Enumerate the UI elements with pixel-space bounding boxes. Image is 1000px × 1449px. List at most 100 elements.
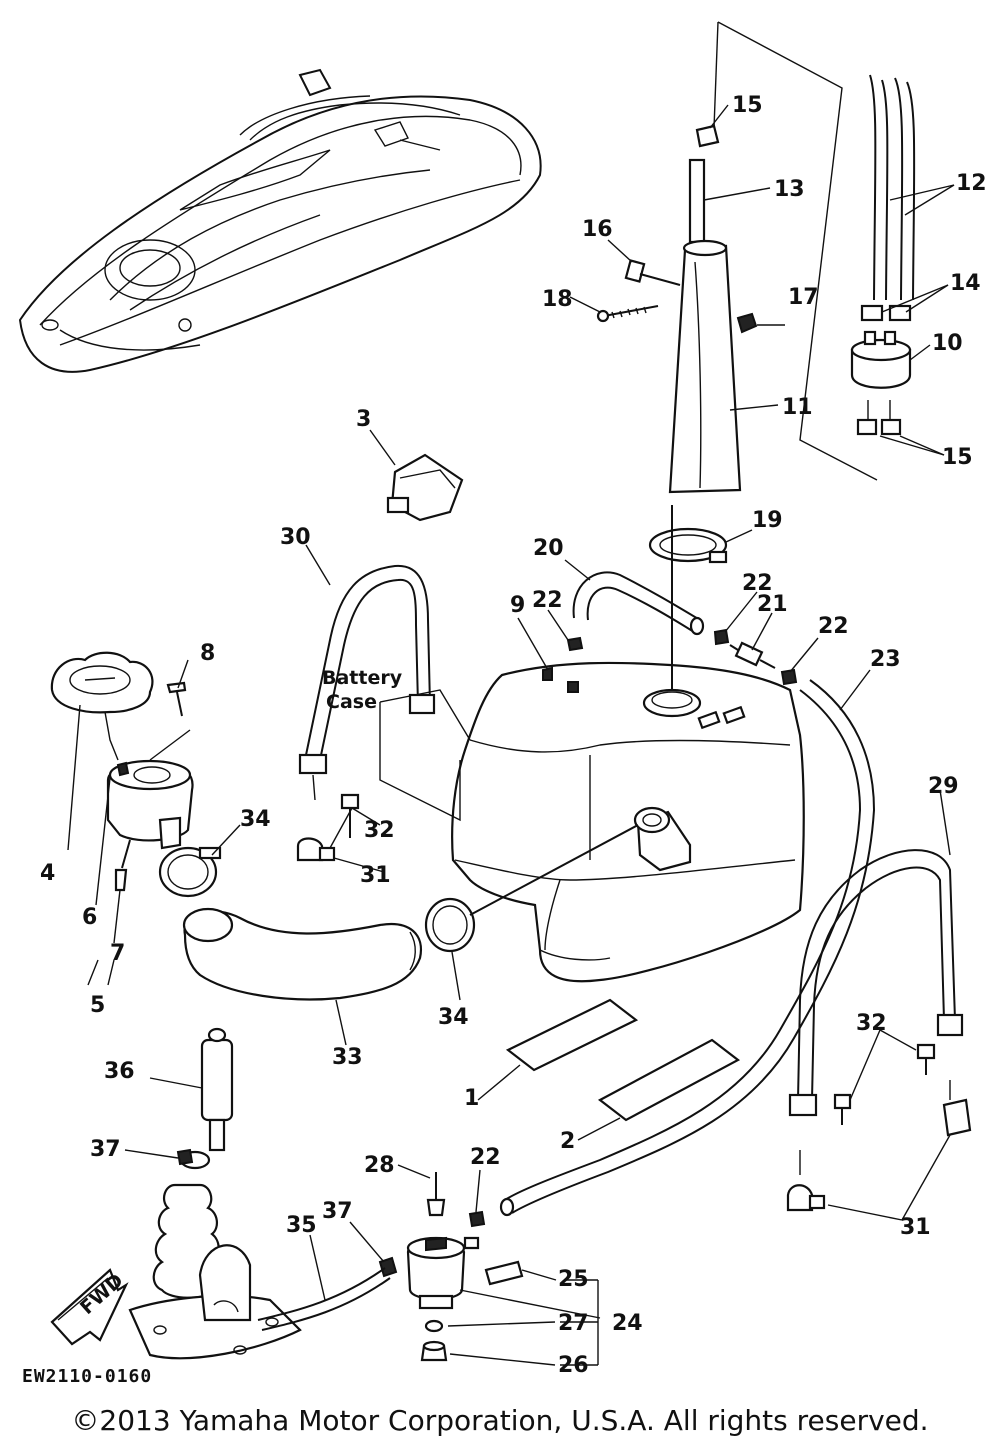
part-32-bolt-right-a — [833, 1093, 852, 1125]
callout-22-c: 22 — [818, 614, 849, 639]
callout-22-d: 22 — [470, 1145, 501, 1170]
callout-26: 26 — [558, 1353, 589, 1378]
part-10-fuel-gauge — [850, 330, 912, 389]
part-6-filler-neck — [106, 729, 194, 850]
fwd-direction-arrow: FWD — [50, 1268, 129, 1346]
part-20-vent-hose — [572, 571, 705, 636]
part-2-pad — [597, 1038, 741, 1122]
part-16-bolt — [624, 259, 681, 286]
callout-32-right: 32 — [856, 1011, 887, 1036]
callout-31-right: 31 — [900, 1215, 931, 1240]
part-34-clamp-right — [424, 824, 639, 953]
callout-22-a: 22 — [532, 588, 563, 613]
watercraft-hull-illustration — [18, 68, 542, 373]
part-34-clamp-left — [158, 846, 222, 898]
callout-15-lower: 15 — [942, 445, 973, 470]
callout-10: 10 — [932, 331, 963, 356]
part-8-screw — [166, 681, 187, 717]
callout-13: 13 — [774, 177, 805, 202]
callout-29: 29 — [928, 774, 959, 799]
part-11-tube — [668, 239, 742, 494]
part-31-clamp-left — [296, 837, 336, 862]
diagram-code: EW2110-0160 — [22, 1366, 152, 1387]
callout-1: 1 — [464, 1086, 479, 1111]
battery-case-label-line1: Battery — [322, 667, 403, 689]
part-9-fuel-tank — [451, 505, 805, 983]
callout-23: 23 — [870, 647, 901, 672]
callout-8: 8 — [200, 641, 215, 666]
callout-5: 5 — [90, 993, 105, 1018]
part-31-clamp-right-b — [786, 1184, 826, 1212]
callout-32-left: 32 — [364, 818, 395, 843]
callout-18: 18 — [542, 287, 573, 312]
part-28-bolt — [426, 1172, 446, 1217]
part-15-lower-clamps — [856, 400, 902, 436]
callout-2: 2 — [560, 1129, 575, 1154]
callout-34-left: 34 — [240, 807, 271, 832]
callout-14: 14 — [950, 271, 981, 296]
part-7-bolt — [114, 839, 131, 892]
part-25-bracket — [484, 1260, 524, 1286]
callout-35: 35 — [286, 1213, 317, 1238]
part-14-clamps — [860, 304, 912, 322]
part-12-cables — [869, 74, 916, 301]
callout-numbers: 15 13 12 16 18 17 14 10 11 15 3 30 20 19… — [40, 93, 987, 1378]
callout-19: 19 — [752, 508, 783, 533]
part-3-bracket — [386, 453, 464, 522]
callout-22-b: 22 — [742, 571, 773, 596]
callout-34-right: 34 — [438, 1005, 469, 1030]
part-22-clip-d — [468, 1210, 486, 1228]
callout-9: 9 — [510, 593, 525, 618]
part-32-bolt-left — [340, 793, 360, 838]
part-4-fuel-cap — [50, 651, 154, 761]
callout-15-top: 15 — [732, 93, 763, 118]
part-29-strap — [788, 849, 964, 1175]
callout-12: 12 — [956, 171, 987, 196]
callout-28: 28 — [364, 1153, 395, 1178]
part-22-clip-c — [780, 668, 798, 686]
part-23-fuel-hose — [499, 679, 876, 1217]
callout-21: 21 — [757, 592, 788, 617]
callout-17: 17 — [788, 285, 819, 310]
callout-36: 36 — [104, 1059, 135, 1084]
part-22-clip-a — [566, 636, 584, 652]
part-15-cap — [695, 124, 720, 148]
callout-4: 4 — [40, 861, 55, 886]
part-35-cable — [257, 1267, 391, 1331]
part-37-clamp-right — [378, 1256, 398, 1278]
callout-11: 11 — [782, 395, 813, 420]
callout-3: 3 — [356, 407, 371, 432]
fuel-system-exploded-diagram: Battery Case — [18, 21, 987, 1387]
callout-27: 27 — [558, 1311, 589, 1336]
part-30-strap — [298, 564, 436, 801]
part-1-pad — [505, 998, 639, 1072]
part-13-rod — [688, 158, 706, 244]
part-26-drain-plug — [420, 1340, 448, 1362]
leader-lines — [67, 104, 955, 1366]
part-21-check-valve — [729, 641, 776, 669]
callout-33: 33 — [332, 1045, 363, 1070]
callout-37-left: 37 — [90, 1137, 121, 1162]
callout-24: 24 — [612, 1311, 643, 1336]
part-36-damper — [200, 1027, 234, 1152]
callout-20: 20 — [533, 536, 564, 561]
callout-16: 16 — [582, 217, 613, 242]
part-17-nut — [736, 312, 758, 334]
battery-case-label-line2: Case — [326, 691, 377, 713]
steering-bellows-assembly — [128, 1183, 302, 1360]
callout-6: 6 — [82, 905, 97, 930]
callout-25: 25 — [558, 1267, 589, 1292]
battery-case: Battery Case — [322, 667, 471, 822]
callout-31-left: 31 — [360, 863, 391, 888]
part-22-clip-b — [713, 628, 730, 646]
callout-7: 7 — [110, 941, 125, 966]
part-18-screw — [596, 305, 659, 323]
part-37-clamp-left — [176, 1148, 211, 1170]
copyright-notice: ©2013 Yamaha Motor Corporation, U.S.A. A… — [71, 1404, 929, 1437]
part-32-bolt-right-b — [916, 1043, 936, 1075]
part-33-hose — [182, 907, 423, 1001]
part-19-clamp-ring — [648, 527, 728, 564]
callout-30: 30 — [280, 525, 311, 550]
part-31-clamp-right-a — [942, 1080, 972, 1137]
part-24-fuel-filter-assembly — [406, 1236, 480, 1310]
